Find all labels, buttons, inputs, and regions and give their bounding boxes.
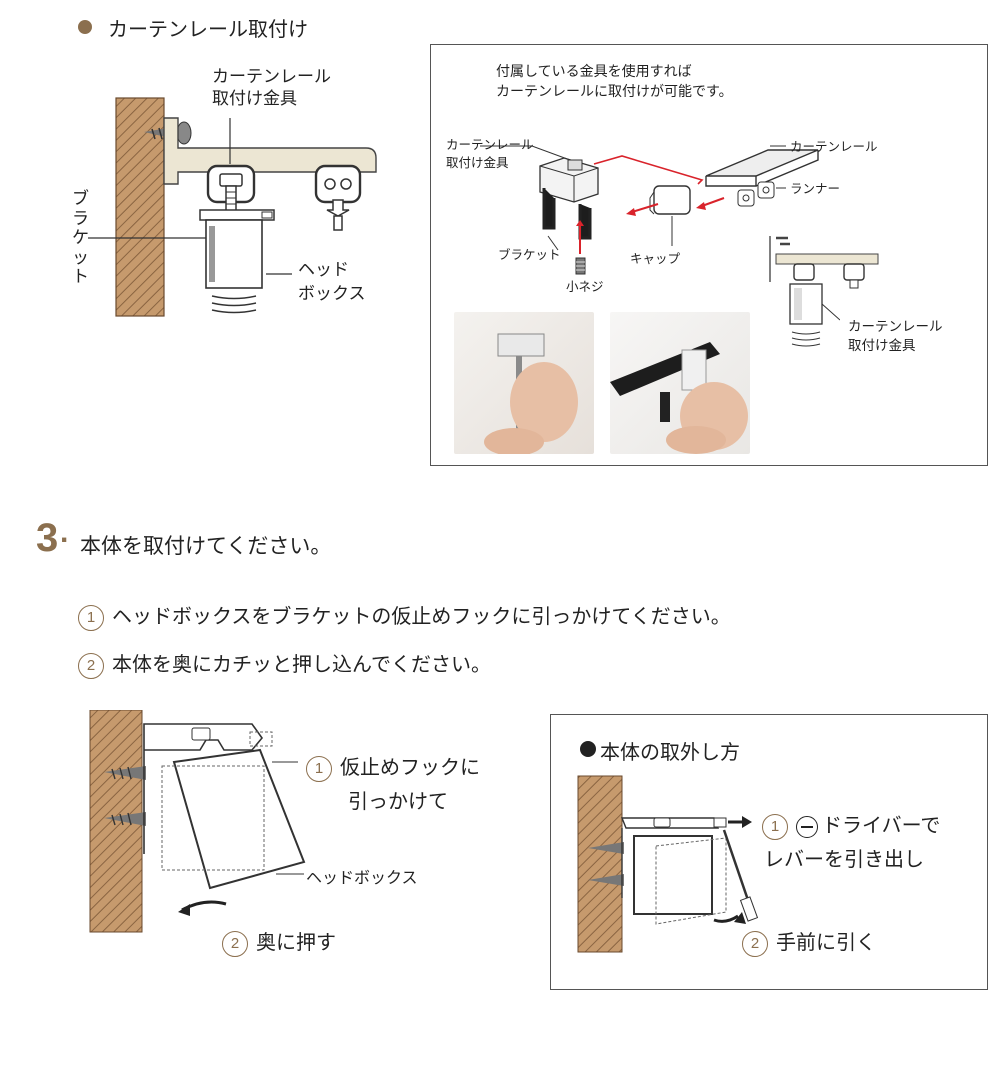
step-number-dot: . bbox=[60, 516, 69, 549]
hook-label-line1: 1 仮止めフックに bbox=[306, 750, 480, 784]
rb-fitting-line2: 取付け金具 bbox=[446, 155, 509, 170]
section-title: カーテンレール取付け bbox=[108, 17, 308, 41]
substep-1-text: ヘッドボックスをブラケットの仮止めフックに引っかけてください。 bbox=[112, 604, 731, 628]
rb-fitting2-label: カーテンレール 取付け金具 bbox=[848, 318, 943, 356]
push-label: 2 奥に押す bbox=[222, 926, 336, 957]
hook-label: 1 仮止めフックに 引っかけて bbox=[306, 750, 480, 818]
photo-screwdriver bbox=[454, 312, 594, 454]
headbox-label-line1: ヘッド bbox=[298, 260, 349, 280]
screws-2 bbox=[104, 766, 146, 826]
mini-mount-diagram bbox=[769, 236, 879, 289]
substep-2-number: 2 bbox=[78, 652, 104, 679]
rb-bracket-label: ブラケット bbox=[498, 247, 561, 262]
cap bbox=[626, 185, 691, 216]
fitting-label-line1: カーテンレール bbox=[212, 67, 331, 87]
step-number: 3 bbox=[36, 516, 59, 560]
photo-screwdriver-art bbox=[484, 333, 578, 454]
rb-runner-label: ランナー bbox=[790, 181, 841, 196]
fitting-label-line2: 取付け金具 bbox=[212, 89, 297, 109]
runners bbox=[737, 181, 775, 207]
headbox-label: ヘッド ボックス bbox=[298, 258, 366, 306]
fitting-assembly-diagram bbox=[480, 145, 879, 289]
head-box bbox=[205, 219, 263, 289]
rail bbox=[696, 149, 819, 210]
removal-step1-line1: 1 ドライバーで bbox=[762, 808, 940, 842]
info-note-line1: 付属している金具を使用すれば bbox=[496, 64, 692, 80]
removal-title-text: 本体の取外し方 bbox=[600, 740, 740, 764]
mini-headbox-diagram bbox=[789, 283, 840, 347]
photo-rail-art bbox=[610, 342, 748, 454]
push-num: 2 bbox=[222, 930, 248, 957]
removal-step1: 1 ドライバーで レバーを引き出し bbox=[762, 808, 940, 876]
hook-text-1: 仮止めフックに bbox=[340, 755, 480, 779]
push-text: 奥に押す bbox=[256, 930, 336, 954]
bracket-char-1: ブ bbox=[72, 189, 89, 209]
rb-rail-label: カーテンレール bbox=[790, 139, 878, 154]
substep-1: 1 ヘッドボックスをブラケットの仮止めフックに引っかけてください。 bbox=[78, 600, 731, 631]
substep-1-number: 1 bbox=[78, 604, 104, 631]
rb-fitting-label: カーテンレール 取付け金具 bbox=[446, 136, 534, 172]
minus-screwdriver-icon bbox=[796, 815, 818, 838]
curtain-rail-mount-diagram bbox=[88, 97, 377, 317]
runner bbox=[314, 164, 362, 204]
removal-s2-num: 2 bbox=[742, 930, 768, 957]
bullet-dot-icon bbox=[78, 20, 92, 34]
bracket-char-5: ト bbox=[72, 267, 89, 288]
removal-s1-text-2: レバーを引き出し bbox=[764, 847, 924, 871]
photo-rail-attach bbox=[610, 312, 750, 454]
removal-s1-text-1: ドライバーで bbox=[822, 813, 941, 837]
rb-screw-label: 小ネジ bbox=[566, 279, 604, 294]
headbox-label-2: ヘッドボックス bbox=[306, 868, 418, 887]
info-note: 付属している金具を使用すれば カーテンレールに取付けが可能です。 bbox=[496, 62, 733, 102]
rb-fitting-line1: カーテンレール bbox=[446, 137, 534, 152]
removal-bullet-icon bbox=[580, 741, 596, 757]
bracket-char-4: ッ bbox=[72, 247, 89, 268]
hook-text-2: 引っかけて bbox=[348, 789, 448, 813]
step-title: 本体を取付けてください。 bbox=[80, 534, 332, 558]
hook-num: 1 bbox=[306, 755, 332, 782]
headbox-tilted bbox=[172, 748, 306, 890]
bracket-char-3: ケ bbox=[72, 228, 89, 249]
bracket-char-2: ラ bbox=[72, 208, 89, 229]
fitting-block bbox=[539, 157, 599, 275]
rb-fitting2-line1: カーテンレール bbox=[848, 319, 943, 335]
rb-cap-label: キャップ bbox=[630, 251, 681, 266]
body-install-diagram bbox=[89, 710, 306, 933]
removal-diagram bbox=[577, 775, 759, 953]
headbox-label-line2: ボックス bbox=[298, 284, 366, 304]
info-note-line2: カーテンレールに取付けが可能です。 bbox=[496, 84, 733, 100]
fitting-label: カーテンレール 取付け金具 bbox=[212, 66, 331, 110]
substep-2: 2 本体を奥にカチッと押し込んでください。 bbox=[78, 648, 491, 679]
removal-step2: 2 手前に引く bbox=[742, 926, 876, 957]
removal-s2-text: 手前に引く bbox=[776, 930, 876, 954]
removal-box bbox=[550, 714, 988, 990]
substep-2-text: 本体を奥にカチッと押し込んでください。 bbox=[112, 652, 491, 676]
rb-fitting2-line2: 取付け金具 bbox=[848, 338, 916, 354]
removal-s1-num: 1 bbox=[762, 813, 788, 840]
bracket-vertical-label: ブ ラ ケ ッ ト bbox=[72, 189, 89, 288]
